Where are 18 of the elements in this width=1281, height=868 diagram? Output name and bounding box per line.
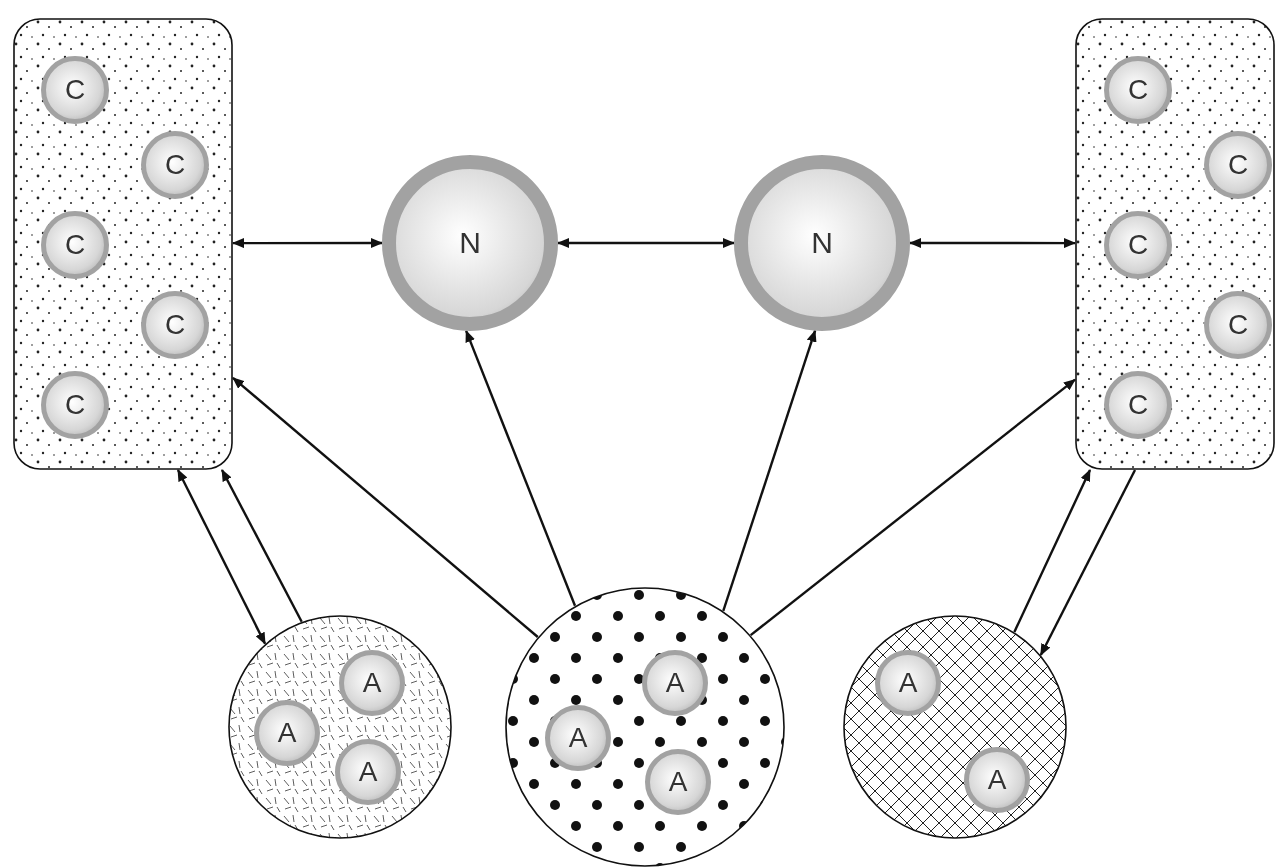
double-arrow <box>909 238 1076 249</box>
arrow <box>465 330 577 607</box>
arrow <box>722 329 817 612</box>
arrow <box>232 376 539 638</box>
textured-circle <box>228 615 452 839</box>
dotted-circle <box>505 587 785 867</box>
arrow <box>1039 469 1137 656</box>
dotted-panel <box>1075 18 1275 470</box>
arrow <box>749 378 1076 637</box>
sphere-node: N <box>382 155 558 331</box>
arrow <box>220 469 303 623</box>
hatched-circle <box>843 615 1067 839</box>
dotted-panel <box>13 18 233 470</box>
double-arrow <box>232 238 383 249</box>
arrow <box>1013 469 1092 633</box>
double-arrow <box>557 238 735 248</box>
sphere-node: N <box>734 155 910 331</box>
double-arrow <box>176 469 267 645</box>
